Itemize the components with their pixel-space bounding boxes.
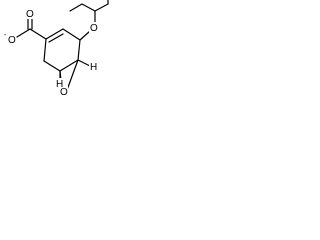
ring-bond-c3-c4 [77, 39, 81, 61]
bond-ring-to-carboxyl-c [29, 28, 47, 40]
bond-ch-ethyl-right [94, 3, 109, 12]
ring-bond-c1-c2 [45, 28, 64, 40]
epoxide-oxygen-label: O [60, 87, 68, 98]
ether-oxygen-label: O [90, 23, 98, 34]
bond-ethyl-left-ch3 [69, 3, 83, 12]
bond-carboxyl-c-o-single [16, 28, 31, 38]
ring-bond-c2-c3 [62, 28, 81, 41]
ring-bond-c4-c5 [59, 59, 79, 72]
ring-bond-c6-c1 [43, 38, 47, 62]
ring-bond-c5-c6 [43, 60, 61, 72]
carbonyl-oxygen-label: O [26, 9, 34, 20]
stereo-hydrogen-upper-label: H [90, 62, 97, 73]
molecule-structure: O - O O O H H [4, 0, 109, 98]
bond-stereo-h-upper [77, 59, 91, 67]
stereo-hydrogen-lower-label: H [56, 79, 63, 90]
negative-charge-label: - [4, 32, 7, 39]
bond-c3-ether-o [79, 30, 91, 41]
bond-epoxide-c4-o [66, 59, 79, 91]
bond-ch-ethyl-left [81, 3, 96, 12]
carboxylate-oxygen-label: O [8, 35, 16, 46]
ring-bond-c1-c2-inner [48, 33, 64, 43]
